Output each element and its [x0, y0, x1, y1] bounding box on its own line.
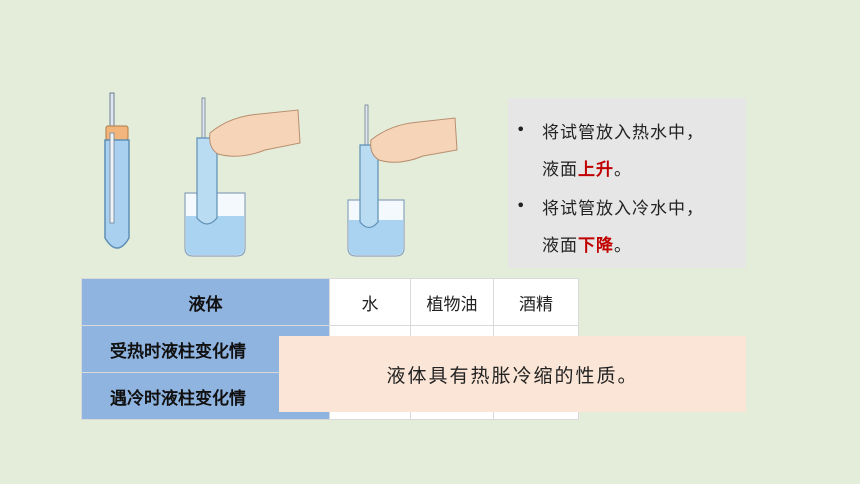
- tube-in-hot-water-illustration: [184, 97, 301, 257]
- tube-in-cold-water-illustration: [347, 104, 458, 257]
- note-2-line-1: 将试管放入冷水中，: [542, 199, 704, 219]
- column-vegetable-oil: 植物油: [410, 278, 494, 326]
- column-alcohol: 酒精: [493, 278, 579, 326]
- note-2-highlight: 下降: [578, 236, 614, 256]
- conclusion-text: 液体具有热胀冷缩的性质。: [386, 364, 639, 387]
- stoppered-test-tube-illustration: [104, 92, 130, 249]
- note-1-line-2: 液面上升。: [542, 160, 632, 180]
- liquid-header: 液体: [81, 278, 330, 326]
- note-1-highlight: 上升: [578, 160, 614, 180]
- bullet-icon: •: [516, 196, 526, 215]
- observation-notes: • 将试管放入热水中， 液面上升。 • 将试管放入冷水中， 液面下降。: [508, 98, 746, 268]
- conclusion-box: 液体具有热胀冷缩的性质。: [279, 336, 746, 412]
- note-1-line-1: 将试管放入热水中，: [542, 123, 704, 143]
- column-water: 水: [329, 278, 411, 326]
- note-2-line-2: 液面下降。: [542, 236, 632, 256]
- bullet-icon: •: [516, 120, 526, 139]
- table-header-row: 液体 水 植物油 酒精: [81, 278, 579, 326]
